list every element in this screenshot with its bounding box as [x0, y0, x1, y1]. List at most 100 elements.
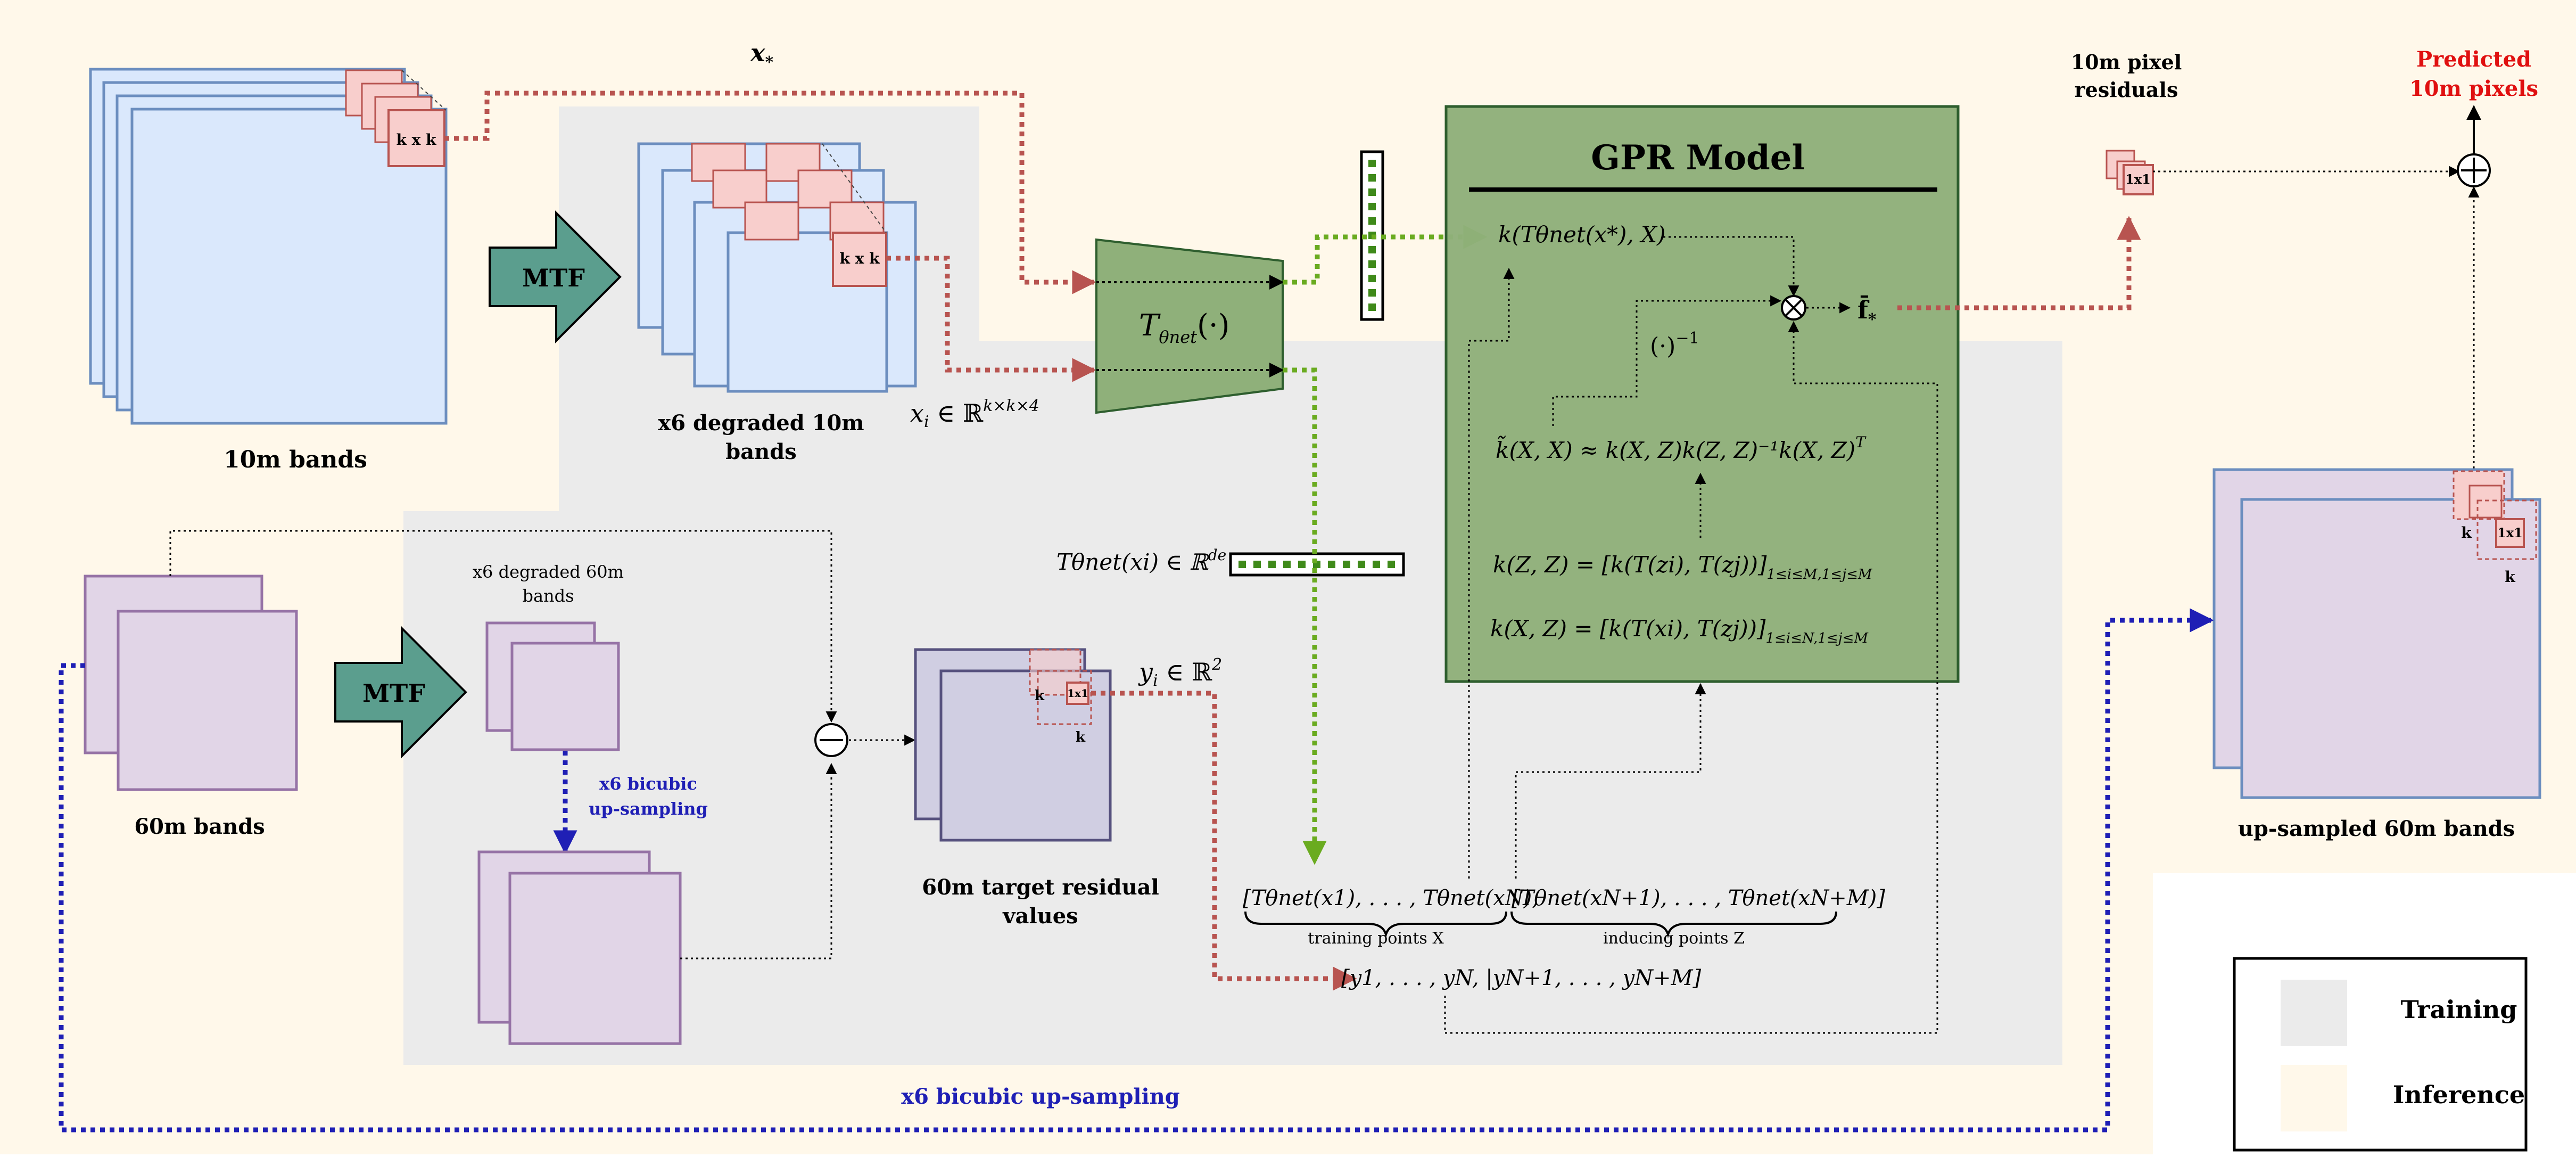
feature-dot	[1253, 561, 1261, 568]
feature-dot	[1358, 561, 1365, 568]
t-net-label: Tθnet(·)	[1139, 308, 1230, 347]
degraded-10m-stack	[637, 142, 917, 393]
feature-dot	[1368, 188, 1376, 196]
bands-10m-label: 10m bands	[224, 446, 367, 473]
upsampled-60m-label: up-sampled 60m bands	[2238, 816, 2515, 841]
residual-label-1: 10m pixel	[2071, 50, 2182, 74]
kxk-label-b: k x k	[840, 250, 880, 267]
legend-label-inference: Inference	[2393, 1080, 2525, 1109]
mtf-label-bottom: MTF	[362, 679, 425, 708]
inducing-points-label: inducing points Z	[1603, 929, 1745, 948]
green-path-top	[1283, 225, 1488, 285]
gpr-title: GPR Model	[1591, 138, 1805, 178]
one-by-one-a: 1x1	[2125, 171, 2151, 187]
legend-swatch-inference	[2281, 1065, 2347, 1131]
inducing-seq: [Tθnet(xN+1), . . . , Tθnet(xN+M)]	[1512, 886, 1885, 910]
mtf-arrow-bottom	[334, 626, 467, 759]
bicubic-label-2: up-sampling	[589, 799, 708, 819]
target-residual-stack	[914, 648, 1112, 842]
feature-dot	[1368, 160, 1376, 167]
k-star-expr: k(Tθnet(x*), X)	[1498, 221, 1665, 248]
feature-dot	[1368, 260, 1376, 268]
training-seq: [Tθnet(x1), . . . , Tθnet(xN),	[1243, 886, 1539, 910]
inverse-expr: (·)−1	[1650, 329, 1699, 360]
feature-dot	[1368, 246, 1376, 253]
feature-vector-vertical-dots	[1368, 160, 1376, 311]
bands-10m-stack	[89, 68, 448, 425]
degraded-60m-label-2: bands	[522, 586, 574, 606]
xi-path	[886, 256, 1096, 382]
feature-vector-horizontal-dots	[1239, 561, 1395, 568]
mtf-label-top: MTF	[522, 264, 585, 292]
feature-dot	[1283, 561, 1291, 568]
degraded-10m-label-2: bands	[725, 439, 796, 464]
bicubic-bottom-label: x6 bicubic up-sampling	[901, 1084, 1180, 1109]
feature-dot	[1368, 275, 1376, 282]
fstar-to-residual-path	[1897, 216, 2141, 310]
training-to-kstar	[1468, 267, 1515, 879]
bicubic-label-1: x6 bicubic	[599, 774, 697, 794]
inducing-brace	[1510, 911, 1837, 938]
feature-dot	[1343, 561, 1350, 568]
kxk-label-a: k x k	[397, 131, 437, 149]
k-label-a: k	[1035, 688, 1045, 704]
target-label-2: values	[1002, 904, 1078, 929]
training-brace	[1244, 911, 1507, 938]
feature-dot	[1368, 303, 1376, 311]
bicubic-bottom-path	[59, 608, 2214, 1133]
feature-dot	[1368, 174, 1376, 182]
target-label-1: 60m target residual	[922, 875, 1159, 900]
feature-dot	[1268, 561, 1276, 568]
degraded-60m-stack	[485, 621, 620, 751]
approx-to-otimes	[1552, 295, 1782, 426]
feature-dot	[1368, 217, 1376, 225]
residual-cube	[2106, 150, 2154, 195]
bicubic-60m-stack	[477, 850, 682, 1045]
x-star-label: x*	[750, 38, 773, 72]
degraded-60m-label-1: x6 degraded 60m	[473, 562, 624, 582]
bicubic-to-minus	[680, 762, 837, 959]
degraded-10m-label-1: x6 degraded 10m	[658, 411, 864, 436]
pixel-1x1-target	[1066, 682, 1089, 705]
kxk-patch-degraded	[832, 232, 887, 287]
t-net-block	[1095, 238, 1284, 414]
yi-label: yi ∈ ℝ2	[1138, 655, 1222, 690]
bands-60m-stack	[84, 575, 298, 791]
x-star-path	[444, 91, 1096, 294]
inducing-to-kxz	[1515, 683, 1706, 879]
residual-label-2: residuals	[2075, 78, 2178, 102]
k-label-c: k	[2461, 524, 2472, 541]
approx-expr: k̃(X, X) ≈ k(X, Z)k(Z, Z)⁻¹k(X, Z)T	[1496, 433, 1867, 463]
one-by-one-c: 1x1	[2497, 525, 2523, 540]
feature-dot	[1298, 561, 1306, 568]
feature-dot	[1368, 203, 1376, 210]
xi-label: xi ∈ ℝk×k×4	[910, 397, 1039, 431]
k-label-b: k	[1076, 729, 1086, 745]
mtf-arrow-top	[489, 210, 622, 343]
upsampled-60m-stack	[2212, 468, 2541, 799]
bands-60m-label: 60m bands	[134, 814, 265, 839]
f-star-label: f̄*	[1857, 295, 1877, 329]
kzz-expr: k(Z, Z) = [k(T(zi), T(zj))]1≤i≤M,1≤j≤M	[1493, 552, 1873, 582]
y-seq: [y1, . . . , yN, |yN+1, . . . , yN+M]	[1341, 966, 1702, 990]
kstar-to-otimes	[1663, 236, 1799, 297]
legend-swatch-training	[2281, 980, 2347, 1046]
kxk-patch-10m	[387, 109, 445, 167]
one-by-one-b: 1x1	[1067, 687, 1088, 700]
feature-dot	[1373, 561, 1380, 568]
k-label-d: k	[2505, 568, 2515, 586]
kxz-expr: k(X, Z) = [k(T(xi), T(zj))]1≤i≤N,1≤j≤M	[1490, 616, 1869, 646]
predicted-label-1: Predicted	[2416, 47, 2531, 72]
t-embed-label: Tθnet(xi) ∈ ℝde	[1056, 546, 1226, 575]
feature-dot	[1368, 289, 1376, 297]
feature-dot	[1328, 561, 1335, 568]
predicted-label-2: 10m pixels	[2409, 76, 2538, 101]
training-points-label: training points X	[1308, 929, 1444, 948]
legend-box	[2233, 957, 2528, 1152]
green-path-down	[1283, 367, 1327, 865]
legend-label-training: Training	[2401, 995, 2517, 1024]
bands60-to-minus	[169, 530, 837, 723]
gpr-model-box	[1444, 105, 1960, 683]
